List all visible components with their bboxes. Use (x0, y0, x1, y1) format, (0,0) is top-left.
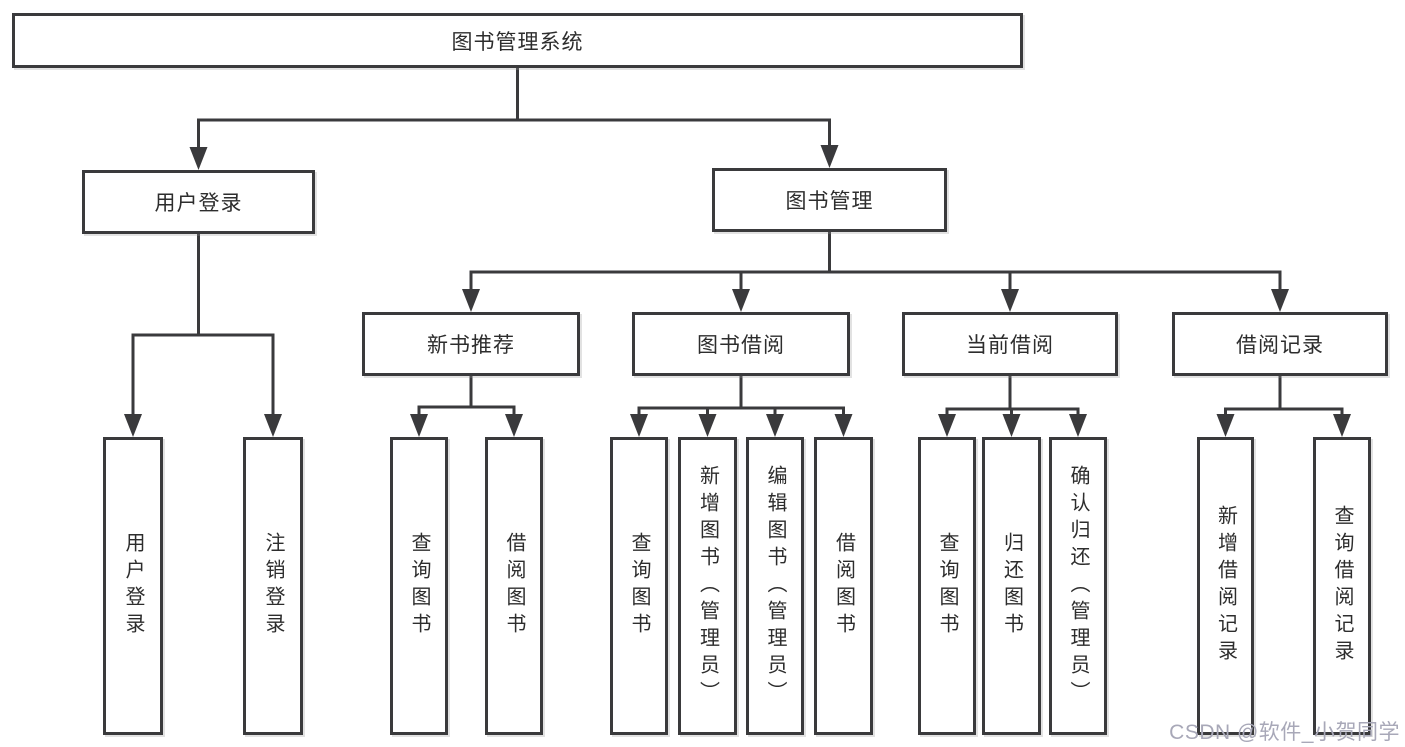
arrowhead-down-icon (1333, 414, 1351, 437)
arrowhead-down-icon (938, 414, 956, 437)
diagram-node-label: 图书管理系统 (451, 30, 584, 54)
diagram-node-leaf-borrow-book-rec: 借阅图书 (485, 437, 543, 735)
diagram-node-label: 借阅记录 (1236, 334, 1324, 357)
diagram-node-label: 新增借阅记录 (1214, 505, 1237, 667)
diagram-node-leaf-edit-book-admin: 编辑图书（管理员） (746, 437, 804, 735)
diagram-node-leaf-logout: 注销登录 (243, 437, 303, 735)
diagram-node-leaf-query-borrow-record: 查询借阅记录 (1313, 437, 1371, 735)
arrowhead-down-icon (462, 289, 480, 312)
diagram-node-leaf-borrow-book: 借阅图书 (814, 437, 873, 735)
connector-line (131, 66, 1344, 433)
diagram-node-leaf-user-login: 用户登录 (103, 437, 163, 735)
diagram-node-book-management: 图书管理 (712, 168, 947, 232)
diagram-node-label: 借阅图书 (832, 532, 855, 640)
diagram-node-new-book-recommend: 新书推荐 (362, 312, 580, 376)
diagram-node-borrowing-records: 借阅记录 (1172, 312, 1388, 376)
diagram-node-user-login: 用户登录 (82, 170, 315, 234)
arrowhead-down-icon (264, 414, 282, 437)
diagram-node-leaf-confirm-return-admin: 确认归还（管理员） (1049, 437, 1107, 735)
diagram-node-leaf-query-book-borrow: 查询图书 (610, 437, 668, 735)
diagram-node-label: 借阅图书 (503, 532, 525, 640)
diagram-node-leaf-return-book: 归还图书 (982, 437, 1041, 735)
diagram-node-root: 图书管理系统 (12, 13, 1023, 68)
arrowhead-down-icon (410, 414, 428, 437)
arrowhead-down-icon (630, 414, 648, 437)
diagram-node-label: 确认归还（管理员） (1067, 464, 1089, 708)
arrowhead-down-icon (1002, 414, 1021, 437)
diagram-node-label: 新书推荐 (427, 334, 515, 357)
diagram-node-label: 用户登录 (122, 532, 144, 640)
diagram-node-leaf-query-book-rec: 查询图书 (390, 437, 448, 735)
arrowhead-down-icon (1271, 289, 1289, 312)
diagram-node-label: 查询图书 (408, 532, 430, 640)
diagram-node-label: 归还图书 (1000, 532, 1023, 640)
arrowhead-down-icon (1001, 289, 1019, 312)
diagram-node-leaf-query-book-current: 查询图书 (918, 437, 976, 735)
arrowhead-down-icon (124, 414, 142, 437)
arrowhead-down-icon (189, 147, 208, 170)
diagram-node-label: 新增图书（管理员） (696, 464, 719, 708)
watermark-text: CSDN @软件_小贺同学 (1169, 721, 1400, 744)
diagram-node-label: 当前借阅 (966, 334, 1054, 357)
diagram-node-book-borrowing: 图书借阅 (632, 312, 850, 376)
arrowhead-down-icon (732, 289, 750, 312)
diagram-node-leaf-add-borrow-record: 新增借阅记录 (1197, 437, 1254, 735)
diagram-node-label: 图书管理 (785, 190, 874, 213)
arrowhead-down-icon (766, 414, 784, 437)
arrowhead-down-icon (1069, 414, 1087, 437)
diagram-node-label: 注销登录 (262, 532, 284, 640)
arrowhead-down-icon (1216, 414, 1235, 437)
diagram-node-label: 图书借阅 (697, 334, 785, 357)
diagram-node-label: 查询图书 (936, 532, 958, 640)
diagram-node-current-borrowing: 当前借阅 (902, 312, 1118, 376)
diagram-node-leaf-add-book-admin: 新增图书（管理员） (678, 437, 737, 735)
diagram-node-label: 编辑图书（管理员） (764, 464, 786, 708)
diagram-node-label: 查询图书 (628, 532, 650, 640)
arrowhead-down-icon (820, 145, 839, 168)
diagram-node-label: 用户登录 (154, 192, 243, 215)
arrowhead-down-icon (834, 414, 853, 437)
diagram-node-label: 查询借阅记录 (1331, 505, 1353, 667)
arrowhead-down-icon (505, 414, 523, 437)
arrowhead-down-icon (698, 414, 717, 437)
